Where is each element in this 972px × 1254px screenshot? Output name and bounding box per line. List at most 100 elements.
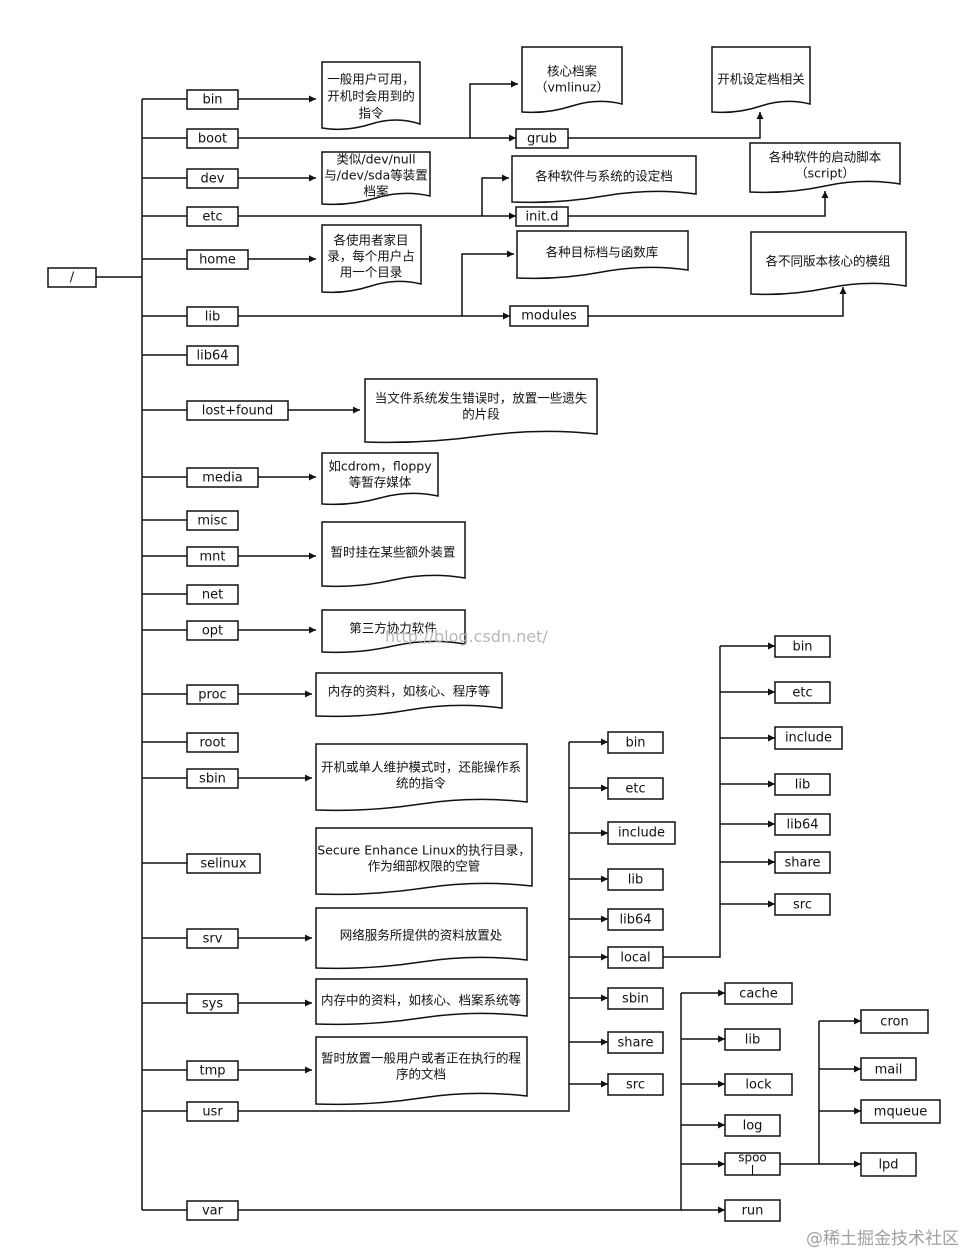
dir-usr-lib64[interactable]: lib64 — [607, 908, 664, 931]
dir-usr-local[interactable]: local — [607, 946, 664, 969]
dir-local-lib64[interactable]: lib64 — [774, 813, 831, 836]
note-initd: 各种软件的启动脚本 （script） — [749, 142, 901, 194]
dir-net[interactable]: net — [186, 584, 239, 605]
note-home-line-1: 各使用者家目 — [333, 233, 408, 248]
dir-tmp[interactable]: tmp — [186, 1060, 239, 1081]
dir-spool-mail[interactable]: mail — [860, 1057, 917, 1081]
dir-var-spool-label-1: spoo — [738, 1151, 767, 1165]
dir-opt-label: opt — [202, 624, 223, 639]
dir-var-cache[interactable]: cache — [724, 982, 793, 1005]
dir-var-label: var — [202, 1204, 224, 1219]
root-node-label: / — [70, 271, 75, 286]
note-initd-line-1: 各种软件的启动脚本 — [769, 150, 882, 165]
dir-selinux[interactable]: selinux — [186, 853, 261, 874]
dir-usr-lib64-label: lib64 — [619, 913, 651, 928]
dir-mnt-label: mnt — [200, 550, 226, 565]
note-sbin-line-1: 开机或单人维护模式时，还能操作系 — [321, 760, 521, 775]
note-dev: 类似/dev/null 与/dev/sda等装置 档案 — [321, 151, 431, 206]
dir-var[interactable]: var — [186, 1200, 239, 1221]
dir-usr-src[interactable]: src — [607, 1073, 664, 1096]
dir-usr-bin[interactable]: bin — [607, 731, 664, 754]
note-modules: 各不同版本核心的模组 — [750, 231, 907, 296]
note-bin-line-2: 开机时会用到的 — [327, 89, 415, 104]
dir-etc-initd-label: init.d — [526, 210, 559, 225]
dir-lib-modules-label: modules — [521, 309, 577, 324]
dir-lostfound[interactable]: lost+found — [186, 400, 289, 421]
dir-var-lock[interactable]: lock — [724, 1073, 793, 1096]
dir-local-bin-label: bin — [792, 640, 812, 655]
dir-root[interactable]: root — [186, 732, 239, 753]
dir-bin[interactable]: bin — [186, 89, 239, 110]
dir-srv[interactable]: srv — [186, 928, 239, 949]
dir-etc[interactable]: etc — [186, 206, 239, 227]
root-node[interactable]: / — [47, 267, 97, 288]
note-mnt-line-1: 暂时挂在某些额外装置 — [330, 545, 455, 560]
dir-var-lib[interactable]: lib — [724, 1028, 781, 1051]
note-selinux: Secure Enhance Linux的执行目录， 作为细部权限的空管 — [315, 827, 533, 896]
dir-usr-include[interactable]: include — [607, 821, 676, 845]
dir-mnt[interactable]: mnt — [186, 546, 239, 567]
dir-usr-label: usr — [202, 1105, 223, 1120]
dir-home-label: home — [199, 253, 236, 268]
dir-usr-share[interactable]: share — [607, 1031, 664, 1054]
note-grub: 开机设定档相关 — [711, 46, 811, 114]
dir-local-lib[interactable]: lib — [774, 773, 831, 796]
dir-local-include-label: include — [785, 731, 832, 746]
dir-var-spool[interactable]: spoo l — [724, 1151, 781, 1178]
dir-home[interactable]: home — [186, 249, 249, 270]
dir-local-lib-label: lib — [795, 778, 810, 793]
note-dev-line-2: 与/dev/sda等装置 — [324, 168, 428, 183]
dir-boot[interactable]: boot — [186, 128, 239, 149]
dir-opt[interactable]: opt — [186, 620, 239, 641]
dir-var-lock-label: lock — [745, 1078, 772, 1093]
note-sbin: 开机或单人维护模式时，还能操作系 统的指令 — [315, 743, 528, 812]
dir-sbin-label: sbin — [199, 772, 226, 787]
dir-local-bin[interactable]: bin — [774, 635, 831, 658]
note-etc: 各种软件与系统的设定档 — [511, 155, 697, 204]
dir-dev[interactable]: dev — [186, 168, 239, 189]
dir-misc[interactable]: misc — [186, 510, 239, 531]
dir-spool-cron-label: cron — [880, 1015, 908, 1030]
note-initd-line-2: （script） — [795, 166, 855, 181]
dir-local-src-label: src — [793, 898, 812, 913]
dir-lib64[interactable]: lib64 — [186, 345, 239, 366]
dir-local-src[interactable]: src — [774, 893, 831, 916]
dir-local-share[interactable]: share — [774, 851, 831, 874]
dir-var-run[interactable]: run — [724, 1199, 781, 1222]
dir-usr[interactable]: usr — [186, 1101, 239, 1122]
dir-spool-mqueue-label: mqueue — [874, 1105, 927, 1120]
dir-selinux-label: selinux — [200, 857, 246, 872]
dir-sys[interactable]: sys — [186, 993, 239, 1014]
dir-spool-mqueue[interactable]: mqueue — [860, 1099, 941, 1124]
top-level-directories: bin boot dev etc home lib lib64 lost+fou… — [186, 89, 289, 1221]
note-sys: 内存中的资料，如核心、档案系统等 — [315, 978, 528, 1026]
dir-net-label: net — [202, 588, 223, 603]
note-mnt: 暂时挂在某些额外装置 — [321, 521, 466, 588]
note-media-line-1: 如cdrom，floppy — [328, 459, 432, 474]
dir-var-cache-label: cache — [739, 987, 778, 1002]
dir-usr-sbin-label: sbin — [622, 992, 649, 1007]
dir-usr-lib-label: lib — [628, 873, 643, 888]
dir-local-include[interactable]: include — [774, 726, 843, 750]
dir-lib-modules[interactable]: modules — [509, 305, 589, 327]
dir-etc-initd[interactable]: init.d — [515, 206, 569, 227]
dir-usr-etc[interactable]: etc — [607, 777, 664, 800]
note-proc: 内存的资料，如核心、程序等 — [315, 672, 503, 718]
note-lib-line-1: 各种目标档与函数库 — [546, 245, 659, 260]
note-opt: 第三方协力软件 — [321, 609, 466, 654]
dir-proc[interactable]: proc — [186, 684, 239, 705]
dir-spool-lpd[interactable]: lpd — [860, 1152, 917, 1177]
dir-boot-grub[interactable]: grub — [515, 128, 569, 149]
note-tmp-line-2: 序的文档 — [396, 1067, 446, 1082]
dir-sbin[interactable]: sbin — [186, 768, 239, 789]
note-proc-line-1: 内存的资料，如核心、程序等 — [328, 684, 491, 699]
dir-lib[interactable]: lib — [186, 306, 239, 327]
note-lostfound-line-2: 的片段 — [462, 407, 500, 422]
dir-local-etc[interactable]: etc — [774, 681, 831, 704]
dir-usr-lib[interactable]: lib — [607, 868, 664, 891]
dir-var-log[interactable]: log — [724, 1114, 781, 1137]
dir-usr-sbin[interactable]: sbin — [607, 987, 664, 1010]
dir-media[interactable]: media — [186, 467, 259, 488]
note-sys-line-1: 内存中的资料，如核心、档案系统等 — [321, 993, 521, 1008]
dir-spool-cron[interactable]: cron — [860, 1009, 929, 1034]
